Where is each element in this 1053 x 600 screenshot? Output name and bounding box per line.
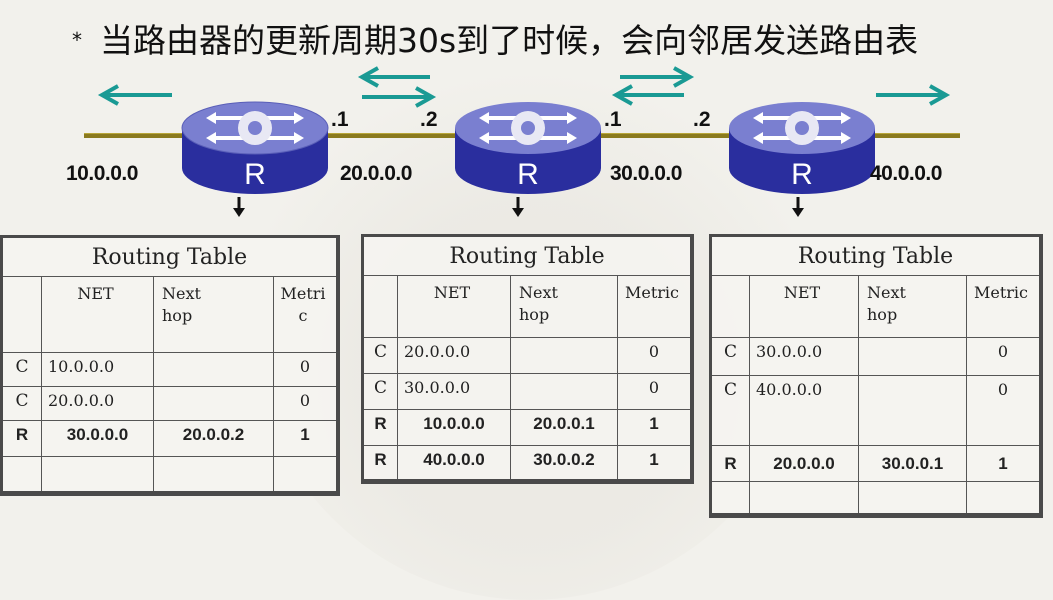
- header-net: NET: [749, 275, 859, 338]
- arrow-right-icon: [876, 84, 951, 106]
- header-type: [710, 275, 750, 338]
- table-caption: Routing Table: [710, 235, 1042, 276]
- router-2: R: [453, 100, 603, 196]
- interface-r2-left: .2: [420, 108, 438, 131]
- arrow-left-icon: [97, 84, 172, 106]
- header-metric: Metric: [966, 275, 1042, 338]
- network-label-10: 10.0.0.0: [66, 162, 138, 185]
- svg-text:R: R: [791, 158, 813, 191]
- router-3: R: [727, 100, 877, 196]
- network-label-40: 40.0.0.0: [870, 162, 942, 185]
- arrow-down-icon: [512, 197, 524, 217]
- interface-r3-left: .2: [693, 108, 711, 131]
- interface-r1-right: .1: [331, 108, 349, 131]
- svg-text:R: R: [244, 158, 266, 191]
- link-40-net: [860, 133, 960, 138]
- header-type: [1, 276, 42, 353]
- table-caption: Routing Table: [1, 236, 339, 277]
- arrow-left-icon: [611, 84, 684, 106]
- table-row: [710, 481, 1042, 516]
- table-row: R 30.0.0.0 20.0.0.2 1: [1, 420, 339, 457]
- header-metric: Metric: [617, 275, 693, 338]
- table-row: R 10.0.0.0 20.0.0.1 1: [362, 409, 693, 446]
- bullet-icon: *: [72, 27, 82, 52]
- header-net: NET: [41, 276, 154, 353]
- router-1: R: [180, 100, 330, 196]
- interface-r2-right: .1: [604, 108, 622, 131]
- table-row: C 30.0.0.0 0: [710, 337, 1042, 376]
- table-row: C 30.0.0.0 0: [362, 373, 693, 410]
- table-row: C 20.0.0.0 0: [362, 337, 693, 374]
- arrow-right-icon: [362, 86, 437, 108]
- table-row: R 20.0.0.0 30.0.0.1 1: [710, 445, 1042, 482]
- arrow-right-icon: [620, 66, 695, 88]
- table-row: C 40.0.0.0 0: [710, 375, 1042, 446]
- router-icon: R: [181, 101, 329, 194]
- router-icon: R: [455, 102, 601, 194]
- table-row: C 20.0.0.0 0: [1, 386, 339, 421]
- table-row: R 40.0.0.0 30.0.0.2 1: [362, 445, 693, 482]
- router-icon: R: [729, 102, 875, 194]
- arrow-left-icon: [357, 66, 430, 88]
- link-10-net: [84, 133, 204, 138]
- slide-title: * 当路由器的更新周期30s到了时候，会向邻居发送路由表: [72, 14, 918, 62]
- network-label-30: 30.0.0.0: [610, 162, 682, 185]
- header-net: NET: [397, 275, 511, 338]
- network-label-20: 20.0.0.0: [340, 162, 412, 185]
- table-row: C 10.0.0.0 0: [1, 352, 339, 387]
- svg-text:R: R: [517, 158, 539, 191]
- title-text: 当路由器的更新周期30s到了时候，会向邻居发送路由表: [100, 21, 919, 60]
- table-caption: Routing Table: [362, 235, 693, 276]
- arrow-down-icon: [233, 197, 245, 217]
- header-type: [362, 275, 398, 338]
- link-30-net: [580, 133, 750, 138]
- arrow-down-icon: [792, 197, 804, 217]
- table-row: [1, 456, 339, 494]
- link-20-net: [300, 133, 470, 138]
